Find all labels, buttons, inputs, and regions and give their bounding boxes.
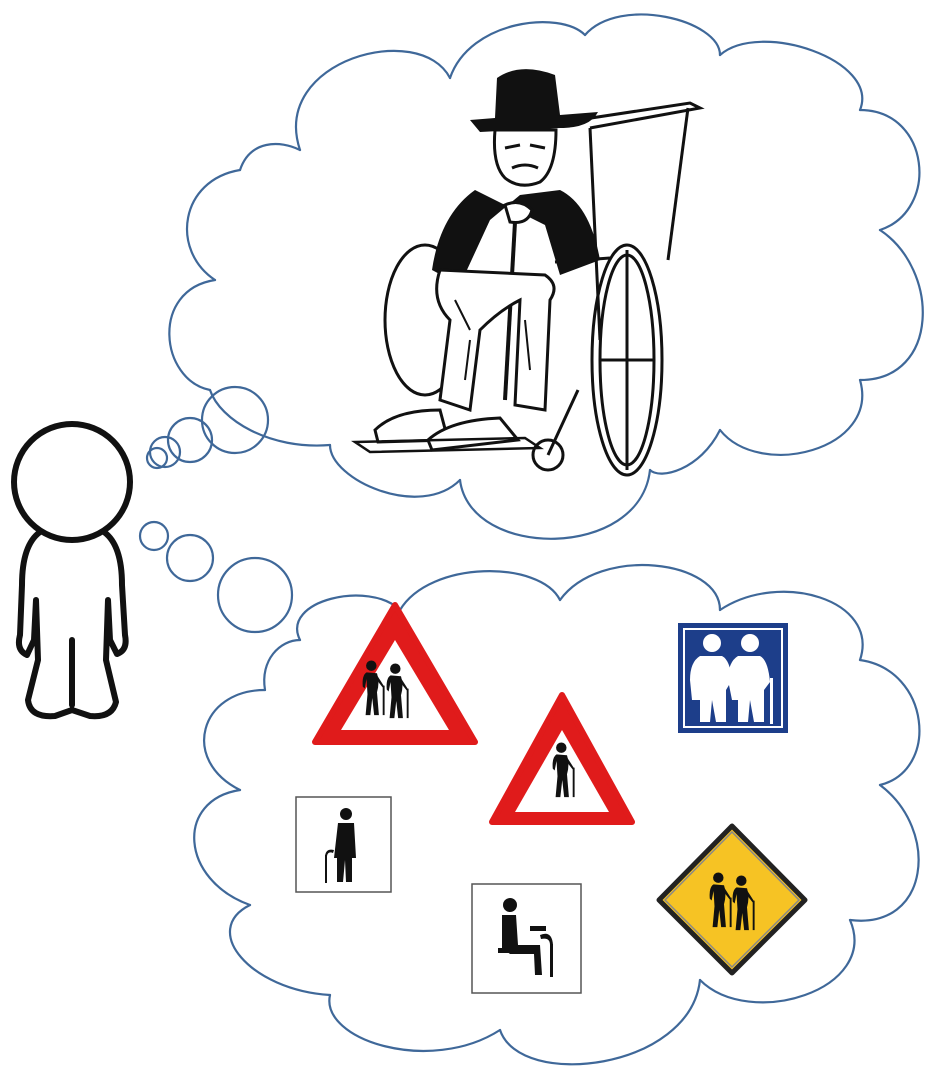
thought-trail-upper (147, 387, 268, 468)
stick-figure-person (14, 424, 130, 716)
elderly-man-warning-triangle-sign (492, 695, 632, 822)
elderly-man-with-cane-square-icon (296, 797, 391, 892)
thought-trail-lower (140, 522, 292, 632)
elderly-couple-warning-triangle-sign (315, 605, 475, 742)
grumpy-old-man-in-wheelchair-icon (355, 69, 700, 475)
elderly-couple-yellow-diamond-sign (659, 826, 805, 973)
elderly-couple-blue-square-sign (678, 623, 788, 733)
seated-person-with-cane-square-icon (472, 884, 581, 993)
